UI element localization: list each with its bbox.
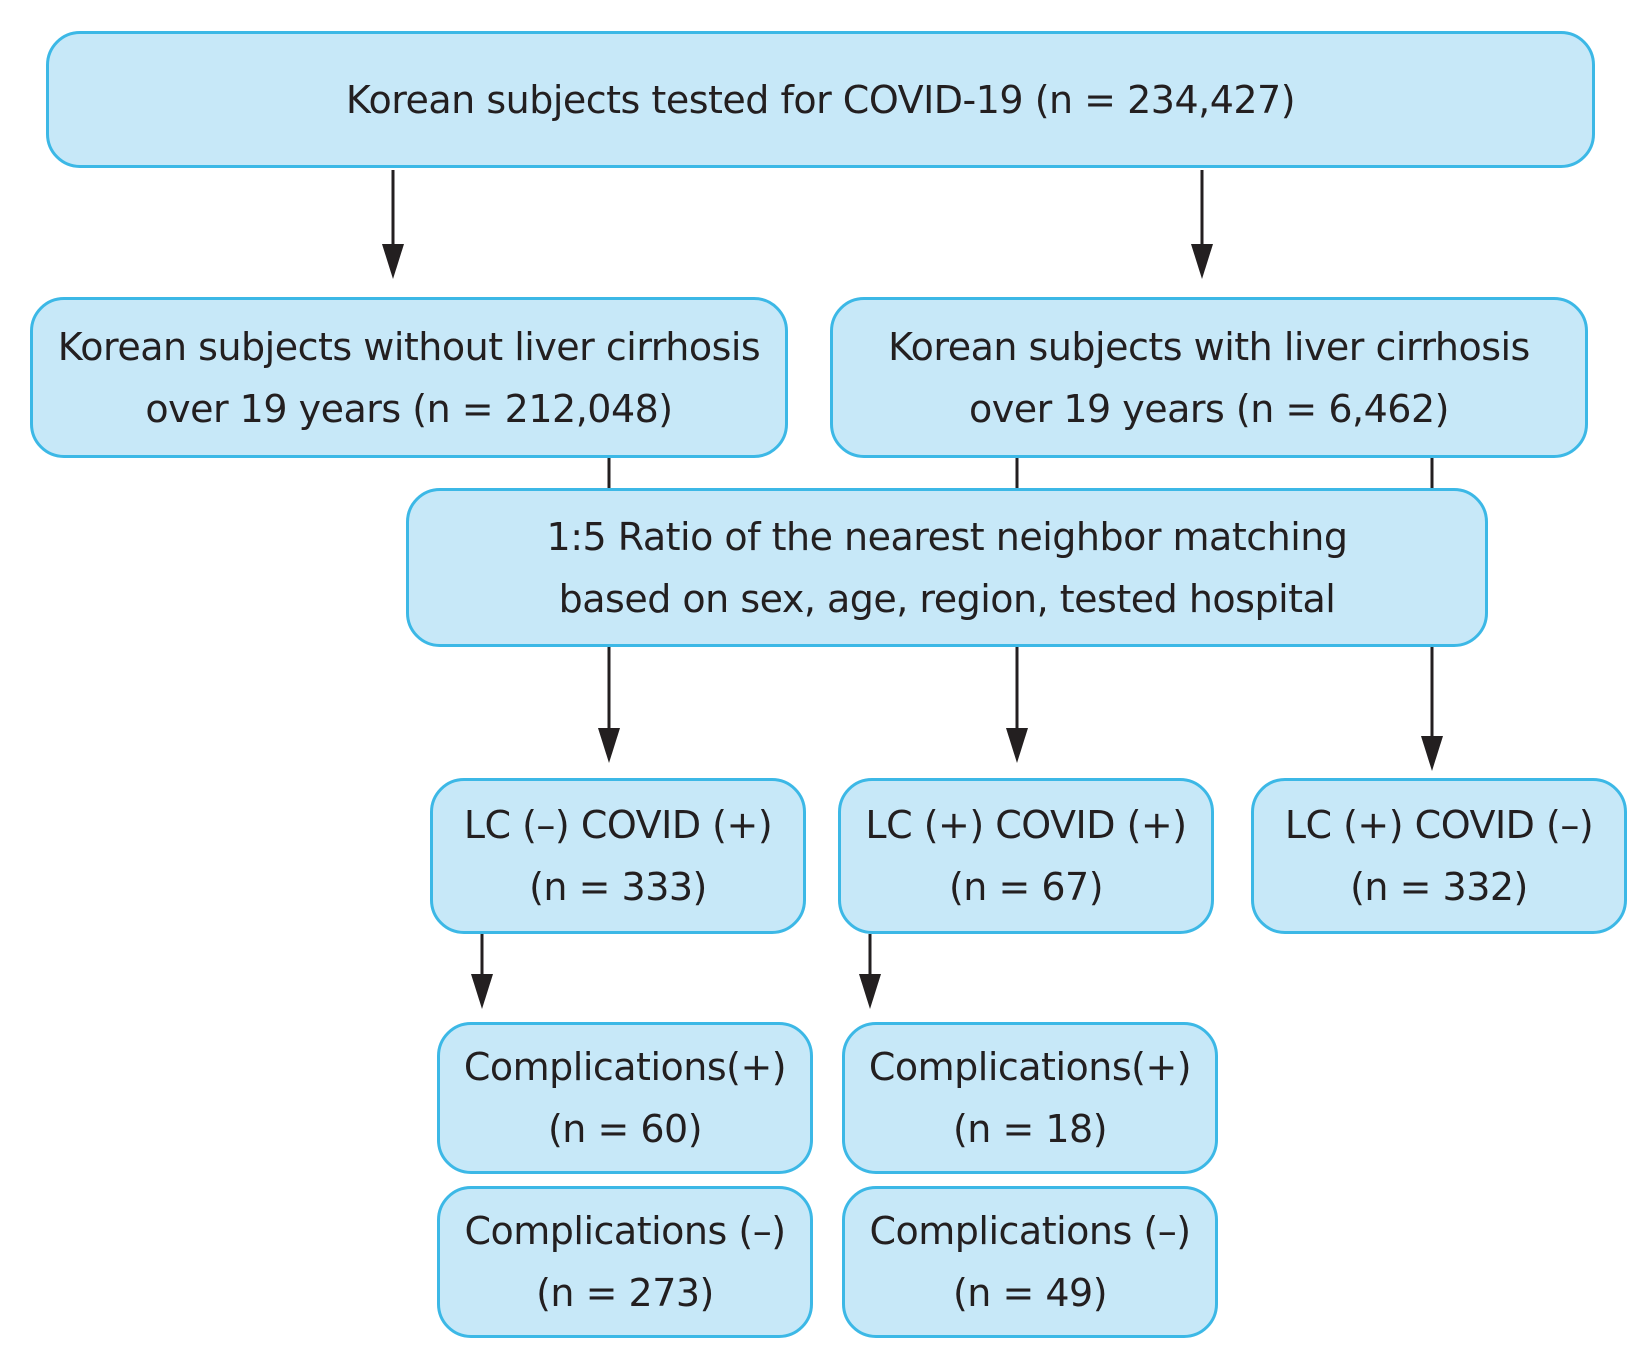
with-cirrhosis-line1: Korean subjects with liver cirrhosis [888,324,1530,369]
lc-neg-covid-pos-label: LC (–) COVID (+) [463,803,773,847]
complications-pos-lc-pos-count: (n = 18) [952,1107,1108,1151]
complications-neg-lc-pos-count: (n = 49) [952,1271,1108,1315]
arrowhead-matching-to-lcpos [1006,728,1028,763]
complications-neg-lc-neg-label: Complications (–) [464,1209,786,1253]
lc-pos-covid-pos-count: (n = 67) [948,865,1104,909]
arrowhead-top-to-with [1191,244,1213,279]
matching-box: 1:5 Ratio of the nearest neighbor matchi… [406,488,1488,647]
arrowhead-top-to-without [382,244,404,279]
tested-subjects-text: Korean subjects tested for COVID-19 (n =… [345,77,1296,122]
complications-pos-lc-neg-count: (n = 60) [547,1107,703,1151]
complications-pos-lc-neg-label: Complications(+) [463,1045,787,1089]
lc-neg-covid-pos-box: LC (–) COVID (+) (n = 333) [430,778,806,934]
lc-pos-covid-neg-count: (n = 332) [1350,865,1528,909]
complications-pos-lc-pos-label: Complications(+) [868,1045,1192,1089]
complications-neg-lc-pos-box: Complications (–) (n = 49) [842,1186,1218,1338]
without-cirrhosis-line1: Korean subjects without liver cirrhosis [57,324,761,369]
matching-line2: based on sex, age, region, tested hospit… [558,576,1336,621]
complications-pos-lc-pos-box: Complications(+) (n = 18) [842,1022,1218,1174]
complications-neg-lc-neg-count: (n = 273) [536,1271,714,1315]
arrowhead-matching-to-lcneg [598,728,620,763]
lc-neg-covid-pos-count: (n = 333) [529,865,707,909]
matching-line1: 1:5 Ratio of the nearest neighbor matchi… [546,514,1348,559]
complications-pos-lc-neg-box: Complications(+) (n = 60) [437,1022,813,1174]
arrowhead-matching-to-lcposneg [1421,736,1443,771]
arrowhead-lcpos-to-comp [859,974,881,1009]
complications-neg-lc-neg-box: Complications (–) (n = 273) [437,1186,813,1338]
lc-pos-covid-neg-box: LC (+) COVID (–) (n = 332) [1251,778,1627,934]
without-cirrhosis-line2: over 19 years (n = 212,048) [145,386,673,431]
tested-subjects-box: Korean subjects tested for COVID-19 (n =… [46,31,1595,168]
lc-pos-covid-pos-box: LC (+) COVID (+) (n = 67) [838,778,1214,934]
lc-pos-covid-pos-label: LC (+) COVID (+) [865,803,1187,847]
arrowhead-lcneg-to-comp [471,974,493,1009]
with-cirrhosis-box: Korean subjects with liver cirrhosis ove… [830,297,1588,458]
complications-neg-lc-pos-label: Complications (–) [869,1209,1191,1253]
lc-pos-covid-neg-label: LC (+) COVID (–) [1284,803,1594,847]
without-cirrhosis-box: Korean subjects without liver cirrhosis … [30,297,788,458]
with-cirrhosis-line2: over 19 years (n = 6,462) [969,386,1449,431]
